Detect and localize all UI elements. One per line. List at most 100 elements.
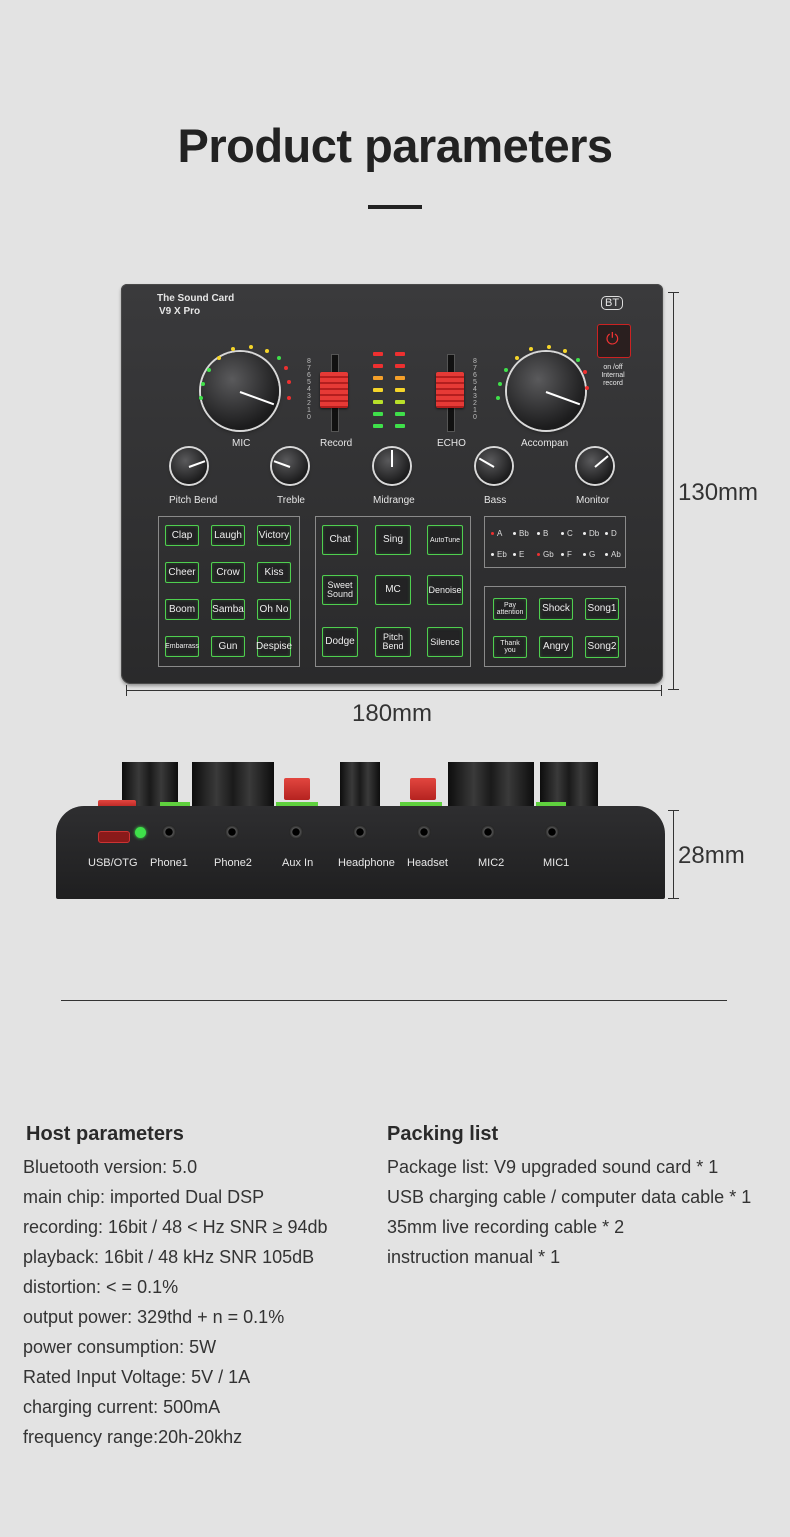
sound-effects-panel: Clap Laugh Victory Cheer Crow Kiss Boom … <box>158 516 300 667</box>
key-b[interactable]: B <box>537 529 548 538</box>
pad-pay-attention[interactable]: Pay attention <box>493 598 527 620</box>
sound-card-side-view: USB/OTG Phone1 Phone2 Aux In Headphone H… <box>56 806 665 899</box>
pad-mc[interactable]: MC <box>375 575 411 605</box>
pitch-bend-knob[interactable] <box>171 448 207 484</box>
height-dimension-line <box>673 292 674 690</box>
led <box>576 358 580 362</box>
key-selector-panel: A Bb B C Db D Eb E Gb F G Ab <box>484 516 626 568</box>
mic-knob[interactable] <box>201 352 279 430</box>
led <box>199 396 203 400</box>
pad-thank-you[interactable]: Thank you <box>493 636 527 658</box>
pad-silence[interactable]: Silence <box>427 627 463 657</box>
headset-jack[interactable] <box>417 825 431 839</box>
treble-knob[interactable] <box>272 448 308 484</box>
monitor-knob[interactable] <box>577 448 613 484</box>
height-dimension-tick <box>668 689 679 690</box>
led <box>498 382 502 386</box>
headphone-jack[interactable] <box>353 825 367 839</box>
midrange-knob[interactable] <box>374 448 410 484</box>
pad-crow[interactable]: Crow <box>211 562 245 583</box>
bass-knob[interactable] <box>476 448 512 484</box>
brand-line: The Sound Card <box>157 293 235 304</box>
led <box>563 349 567 353</box>
key-g[interactable]: G <box>583 550 595 559</box>
side-pad-strip <box>160 802 190 807</box>
list-item: recording: 16bit / 48 < Hz SNR ≥ 94db <box>23 1217 328 1237</box>
pad-embarrass[interactable]: Embarrass <box>165 636 199 657</box>
mic-label: MIC <box>232 438 251 449</box>
power-icon: ⏻ <box>606 331 619 348</box>
pad-gun[interactable]: Gun <box>211 636 245 657</box>
pad-clap[interactable]: Clap <box>165 525 199 546</box>
key-eb[interactable]: Eb <box>491 550 507 559</box>
key-bb[interactable]: Bb <box>513 529 529 538</box>
side-knob <box>448 762 534 808</box>
key-a[interactable]: A <box>491 529 502 538</box>
key-gb[interactable]: Gb <box>537 550 554 559</box>
pad-laugh[interactable]: Laugh <box>211 525 245 546</box>
bass-label: Bass <box>484 495 507 506</box>
port-label-usb-otg: USB/OTG <box>88 857 138 869</box>
depth-dimension-tick <box>668 810 679 811</box>
power-button[interactable]: ⏻ <box>597 324 631 358</box>
key-e[interactable]: E <box>513 550 524 559</box>
port-label-phone1: Phone1 <box>150 857 188 869</box>
model-name: V9 X Pro <box>159 306 201 317</box>
echo-fader[interactable] <box>436 372 464 408</box>
list-item: USB charging cable / computer data cable… <box>387 1187 752 1207</box>
list-item: power consumption: 5W <box>23 1337 217 1357</box>
host-parameters-list: Bluetooth version: 5.0 main chip: import… <box>23 1152 328 1452</box>
accompan-label: Accompan <box>521 438 569 449</box>
led <box>217 356 221 360</box>
mic1-jack[interactable] <box>545 825 559 839</box>
pad-song1[interactable]: Song1 <box>585 598 619 620</box>
phone2-jack[interactable] <box>225 825 239 839</box>
pad-sing[interactable]: Sing <box>375 525 411 555</box>
usb-port[interactable] <box>98 831 130 843</box>
accompan-knob[interactable] <box>507 352 585 430</box>
depth-dimension-line <box>673 810 674 899</box>
key-ab[interactable]: Ab <box>605 550 621 559</box>
pad-angry[interactable]: Angry <box>539 636 573 658</box>
pad-cheer[interactable]: Cheer <box>165 562 199 583</box>
pad-denoise[interactable]: Denoise <box>427 575 463 605</box>
pad-chat[interactable]: Chat <box>322 525 358 555</box>
side-pad-strip <box>400 802 442 807</box>
level-meter <box>373 352 413 436</box>
led <box>287 396 291 400</box>
led <box>277 356 281 360</box>
side-knob <box>340 762 380 808</box>
list-item: frequency range:20h-20khz <box>23 1427 243 1447</box>
pad-oh-no[interactable]: Oh No <box>257 599 291 620</box>
list-item: charging current: 500mA <box>23 1397 221 1417</box>
phone1-jack[interactable] <box>162 825 176 839</box>
pad-autotune[interactable]: AutoTune <box>427 525 463 555</box>
pad-kiss[interactable]: Kiss <box>257 562 291 583</box>
record-fader[interactable] <box>320 372 348 408</box>
packing-list: Package list: V9 upgraded sound card * 1… <box>387 1152 751 1272</box>
key-f[interactable]: F <box>561 550 572 559</box>
pad-shock[interactable]: Shock <box>539 598 573 620</box>
list-item: Rated Input Voltage: 5V / 1A <box>23 1367 251 1387</box>
monitor-label: Monitor <box>576 495 610 506</box>
section-divider <box>61 1000 727 1001</box>
port-label-mic1: MIC1 <box>543 857 570 869</box>
pad-sweet-sound[interactable]: Sweet Sound <box>322 575 358 605</box>
key-c[interactable]: C <box>561 529 573 538</box>
pad-dodge[interactable]: Dodge <box>322 627 358 657</box>
pad-victory[interactable]: Victory <box>257 525 291 546</box>
pad-boom[interactable]: Boom <box>165 599 199 620</box>
pad-samba[interactable]: Samba <box>211 599 245 620</box>
pad-song2[interactable]: Song2 <box>585 636 619 658</box>
treble-label: Treble <box>277 495 305 506</box>
mic2-jack[interactable] <box>481 825 495 839</box>
pad-despise[interactable]: Despise <box>256 636 292 657</box>
side-knob <box>192 762 274 808</box>
host-parameters-heading: Host parameters <box>26 1123 184 1145</box>
key-d[interactable]: D <box>605 529 617 538</box>
pad-pitch-bend[interactable]: Pitch Bend <box>375 627 411 657</box>
key-db[interactable]: Db <box>583 529 599 538</box>
aux-in-jack[interactable] <box>289 825 303 839</box>
led <box>515 356 519 360</box>
